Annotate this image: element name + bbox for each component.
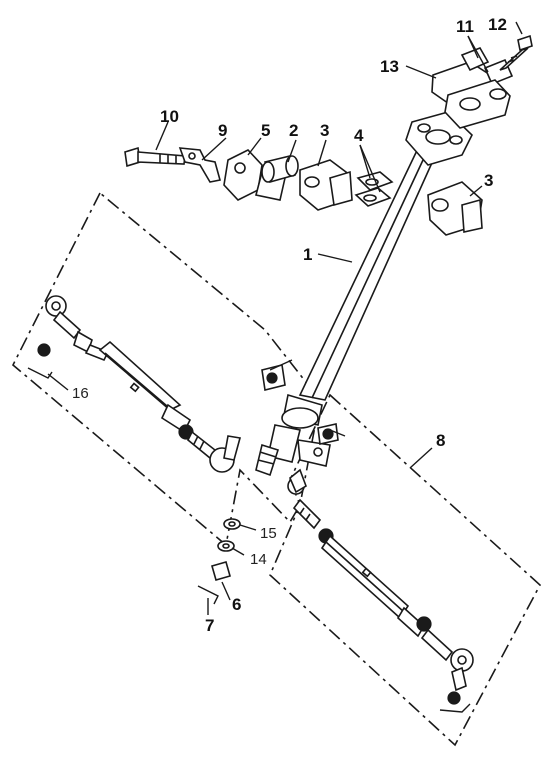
callout-1: 1 (303, 245, 312, 264)
bushing-2 (261, 155, 299, 183)
callout-16: 16 (72, 385, 89, 402)
lock-plate-9 (178, 147, 222, 183)
lower-clamp-left (299, 159, 353, 211)
callout-3-left: 3 (320, 121, 329, 140)
lower-clamp-right (427, 181, 483, 236)
callout-8: 8 (436, 431, 445, 450)
shims-4 (354, 171, 394, 207)
bolt-10 (124, 146, 186, 168)
washers-and-nut (197, 518, 241, 605)
steering-column-shaft (255, 111, 473, 477)
callout-13: 13 (380, 57, 399, 76)
leader-lines (47, 21, 523, 615)
left-tie-rod (27, 295, 242, 473)
callout-9: 9 (218, 121, 227, 140)
callout-3-right: 3 (484, 171, 493, 190)
callout-7: 7 (205, 616, 214, 635)
callout-14: 14 (250, 551, 267, 568)
right-tie-rod (287, 468, 474, 713)
handlebar-clamp-upper (431, 34, 533, 129)
callout-10: 10 (160, 107, 179, 126)
callout-5: 5 (261, 121, 270, 140)
callout-12: 12 (488, 15, 507, 34)
callout-4: 4 (354, 126, 364, 145)
callout-11: 11 (456, 17, 474, 36)
callout-2: 2 (289, 121, 298, 140)
callout-6: 6 (232, 595, 241, 614)
callout-15: 15 (260, 525, 277, 542)
